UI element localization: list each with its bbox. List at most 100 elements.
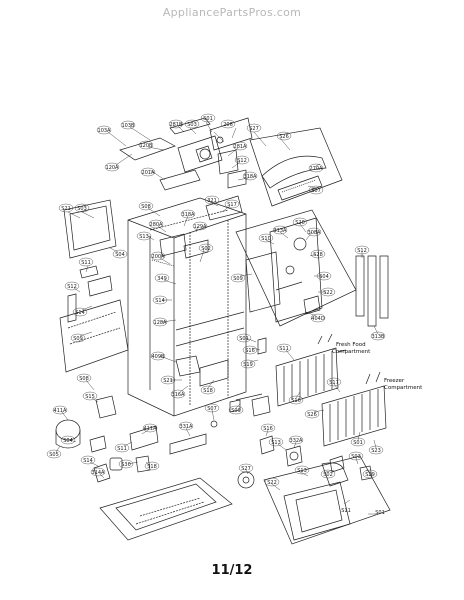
callout-label: S15: [85, 394, 95, 400]
callout-label: S19: [243, 362, 253, 368]
callout-label: S01: [239, 336, 249, 342]
callout-label: 331A: [180, 424, 194, 430]
callout-label: 409B: [152, 354, 166, 360]
callout-label: S13: [139, 234, 149, 240]
callout-label: S05: [49, 452, 59, 458]
callout-label: S23: [371, 448, 381, 454]
callout-label: 332A: [290, 438, 304, 444]
callout-label: 281A: [234, 144, 248, 150]
callout-label: S10: [261, 236, 271, 242]
callout-label: 314A: [92, 470, 106, 476]
leader-lines: [55, 121, 379, 515]
callout-label: S16: [245, 348, 255, 354]
callout-label: 313B: [372, 334, 386, 340]
freezer-evaporator: [321, 371, 387, 447]
callout-label: S08: [79, 376, 89, 382]
part-callouts: 103A 103B 120A 120B 201A 281B S03 S01 20…: [46, 113, 386, 516]
compressor-assembly: [55, 395, 207, 483]
damper-fan-parts: [237, 435, 373, 489]
fresh-food-label-line1: Fresh Food: [336, 342, 366, 348]
callout-label: S09: [73, 336, 83, 342]
callout-label: 280A: [150, 222, 164, 228]
callout-label: S16: [263, 426, 273, 432]
callout-label: S13: [271, 440, 281, 446]
callout-label: S21: [61, 206, 71, 212]
compartment-labels: Fresh Food Compartment Freezer Compartme…: [332, 342, 423, 391]
callout-label: S12: [237, 158, 247, 164]
callout-label: S29: [365, 472, 375, 478]
callout-label: S28: [313, 252, 323, 258]
callout-label: S04: [115, 252, 125, 258]
callout-label: S03: [351, 454, 361, 460]
callout-label: S22: [267, 480, 277, 486]
callout-label: S27: [249, 126, 259, 132]
callout-label: 206: [223, 122, 233, 128]
callout-label: S09: [231, 408, 241, 414]
defrost-heater-rods: [355, 255, 389, 327]
left-tray-parts: [59, 199, 129, 373]
callout-label: 200A: [152, 254, 166, 260]
callout-label: S18: [147, 464, 157, 470]
callout-label: S11: [279, 346, 289, 352]
callout-label: S16: [291, 398, 301, 404]
callout-label: S17: [329, 380, 339, 386]
callout-label: 308A: [308, 230, 322, 236]
callout-label: S11: [117, 446, 127, 452]
callout-label: S22: [323, 290, 333, 296]
top-bracket-assembly: [119, 117, 253, 191]
callout-label: S30: [121, 462, 131, 468]
ice-maker-assembly: [249, 127, 343, 207]
callout-label: S11: [341, 508, 351, 514]
callout-label: S12: [357, 248, 367, 254]
ice-bin-assembly: [263, 455, 391, 545]
callout-label: 103A: [98, 128, 112, 134]
callout-label: S01: [353, 440, 363, 446]
callout-label: S02: [201, 246, 211, 252]
base-drain-pan: [99, 477, 233, 541]
page-number: 11/12: [211, 563, 253, 578]
callout-label: S11: [81, 260, 91, 266]
callout-label: S03: [187, 122, 197, 128]
callout-label: S18: [203, 388, 213, 394]
callout-label: S09: [233, 276, 243, 282]
callout-label: 120A: [106, 165, 120, 171]
callout-label: 270A: [310, 166, 324, 172]
callout-label: 313A: [274, 228, 288, 234]
callout-label: S13: [297, 468, 307, 474]
callout-label: 349: [157, 276, 167, 282]
callout-label: S26: [307, 412, 317, 418]
callout-label: S04: [63, 438, 73, 444]
callout-label: 411A: [144, 426, 158, 432]
callout-label: S14: [83, 458, 93, 464]
evaporator-cover-assembly: [235, 209, 357, 327]
callout-label: S07: [207, 406, 217, 412]
callout-label: S04: [319, 274, 329, 280]
freezer-label-line1: Freezer: [384, 378, 405, 384]
fresh-food-label-line2: Compartment: [332, 349, 371, 355]
callout-label: S07: [311, 188, 321, 194]
callout-label: S03: [77, 206, 87, 212]
callout-label: S21: [163, 378, 173, 384]
callout-label: 281B: [170, 122, 184, 128]
callout-label: S17: [227, 202, 237, 208]
refrigerator-cabinet: [127, 195, 247, 417]
callout-label: 411A: [54, 408, 68, 414]
callout-label: S12: [67, 284, 77, 290]
callout-label: 120B: [140, 143, 154, 149]
callout-label: S01: [375, 510, 385, 516]
callout-label: 321: [207, 198, 217, 204]
callout-label: 318A: [244, 174, 258, 180]
fresh-food-evaporator: [275, 333, 347, 407]
callout-label: S20: [295, 220, 305, 226]
callout-label: 316A: [172, 392, 186, 398]
callout-label: S14: [155, 298, 165, 304]
callout-label: S01: [203, 116, 213, 122]
freezer-label-line2: Compartment: [384, 385, 423, 391]
callout-label: S08: [141, 204, 151, 210]
callout-label: 318A: [182, 212, 196, 218]
site-watermark: AppliancePartsPros.com: [162, 6, 302, 19]
callout-label: 129A: [194, 224, 208, 230]
callout-label: 103B: [122, 123, 136, 129]
callout-label: S26: [279, 134, 289, 140]
